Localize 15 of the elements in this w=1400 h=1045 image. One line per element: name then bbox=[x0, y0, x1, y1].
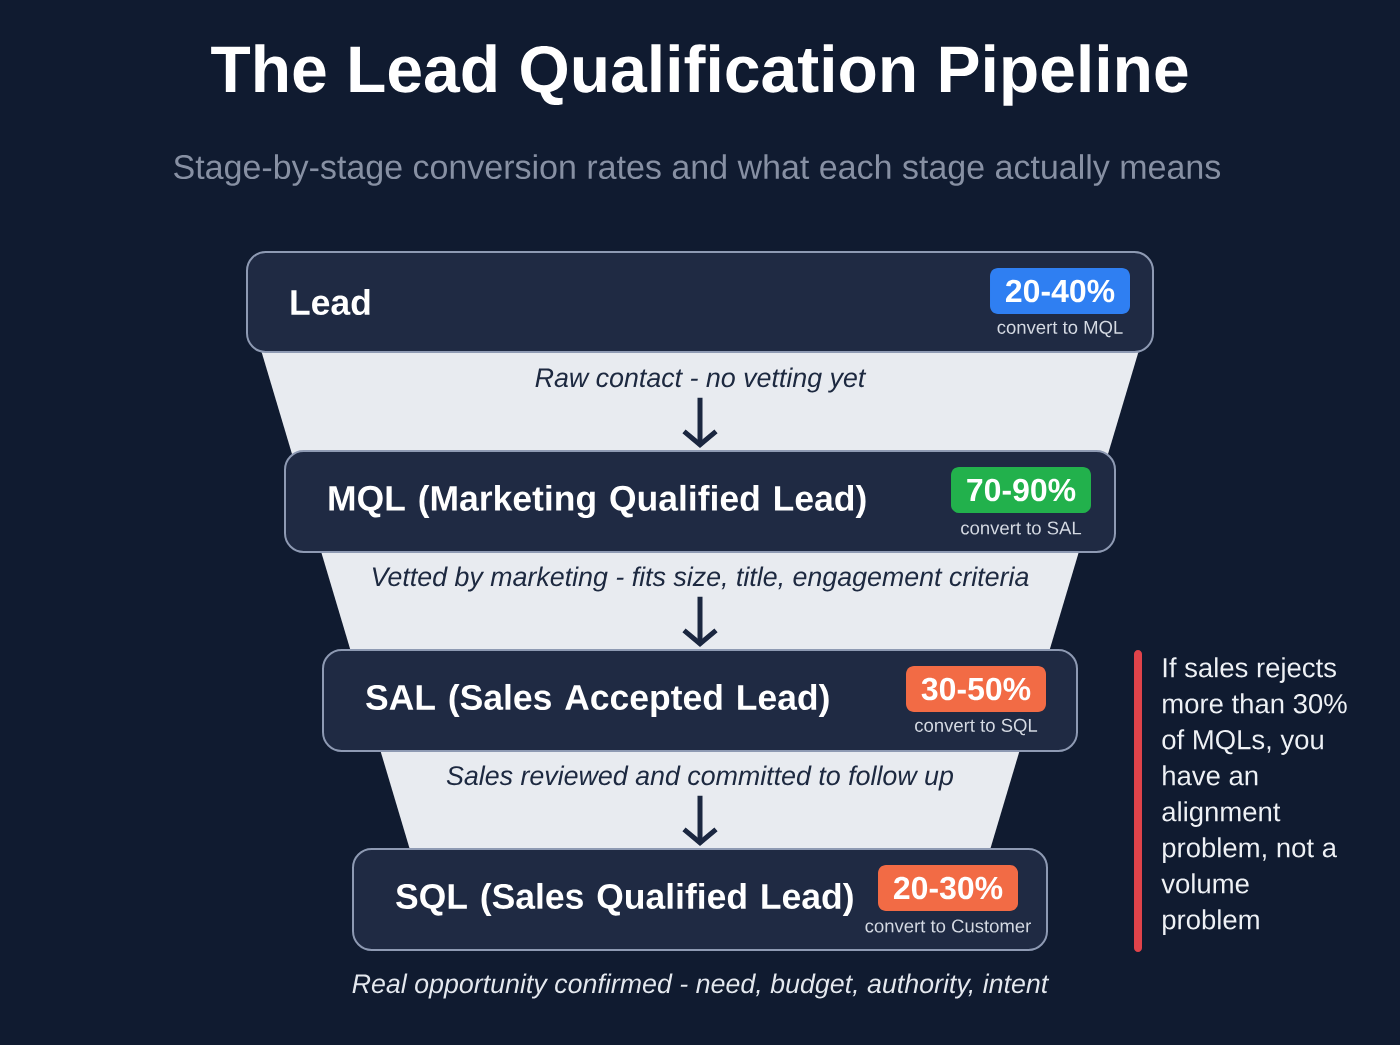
stage-description: Raw contact - no vetting yet bbox=[535, 367, 867, 393]
rate-badge: 70-90% bbox=[951, 467, 1091, 513]
stage-description: Sales reviewed and committed to follow up bbox=[446, 765, 954, 791]
rate-caption: convert to SQL bbox=[915, 718, 1038, 736]
title: The Lead Qualification Pipeline bbox=[211, 44, 1188, 106]
rate-caption: convert to MQL bbox=[997, 320, 1123, 338]
note-text: If sales rejects more than 30% of MQLs, you have an alignment problem, not a volume problem bbox=[1161, 657, 1347, 935]
rate-badge: 20-30% bbox=[878, 865, 1018, 911]
stage-description: Vetted by marketing - fits size, title, engagement criteria bbox=[372, 566, 1029, 592]
rate-caption: convert to Customer bbox=[865, 919, 1031, 933]
stage-description: Real opportunity confirmed - need, budget, authority, intent bbox=[352, 973, 1050, 999]
subtitle: Stage-by-stage conversion rates and what each stage actually means bbox=[174, 154, 1221, 186]
rate-badge: 20-40% bbox=[990, 268, 1130, 314]
rate-badge: 30-50% bbox=[906, 666, 1046, 712]
rate-caption: convert to SAL bbox=[961, 521, 1082, 535]
